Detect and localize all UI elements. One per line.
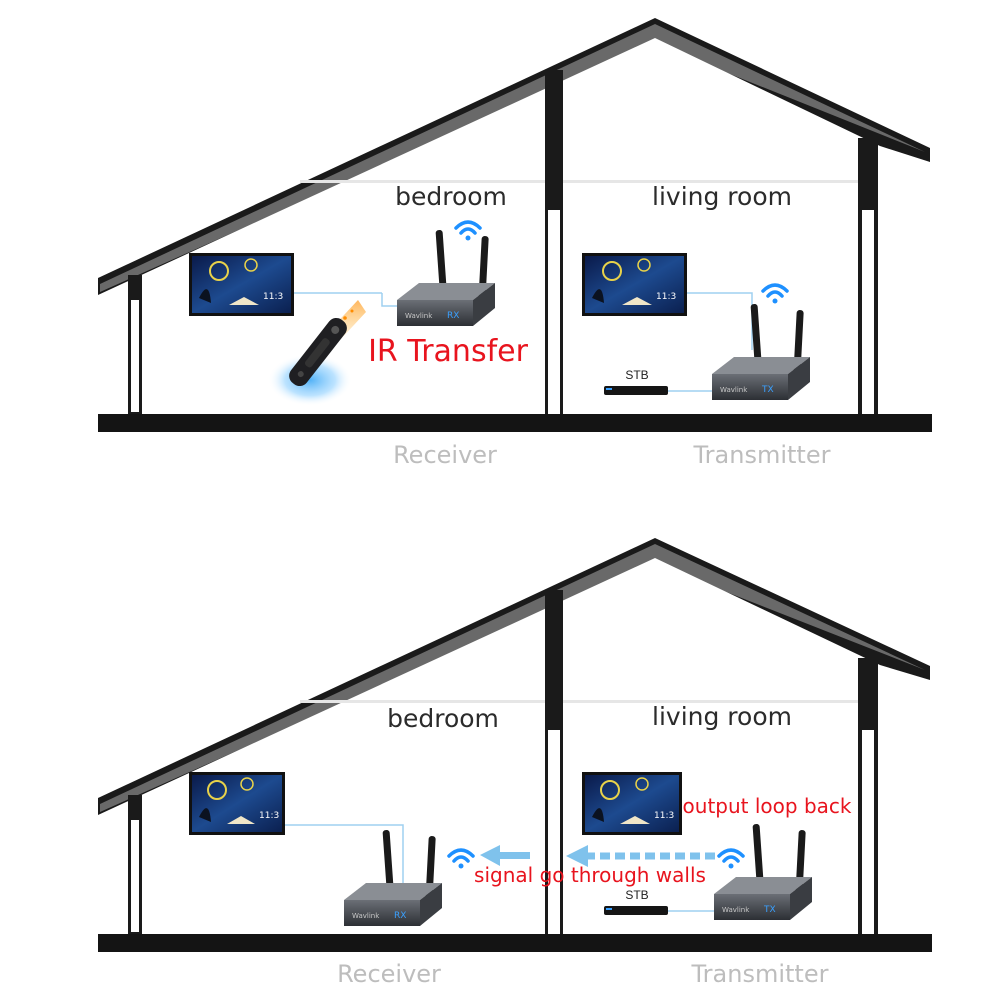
floor [98, 934, 932, 952]
receiver-logo: Wavlink [405, 312, 433, 320]
caption-transmitter: Transmitter [693, 441, 831, 469]
room-label-bedroom: bedroom [395, 182, 507, 211]
wifi-icon [447, 848, 475, 869]
tv-clock-text: 11:3 [656, 292, 676, 302]
receiver-code: RX [394, 911, 406, 921]
room-label-bedroom: bedroom [387, 704, 499, 733]
stb-device [604, 906, 668, 915]
transmitter-device-bottom: Wavlink TX [714, 824, 812, 920]
output-loop-label: output loop back [683, 794, 852, 818]
receiver-code: RX [447, 311, 459, 321]
transmitter-logo: Wavlink [722, 906, 750, 914]
tv-clock-text: 11:3 [263, 292, 283, 302]
stb-device [604, 386, 668, 395]
transmitter-code: TX [763, 905, 776, 915]
room-label-living-room: living room [652, 182, 792, 211]
receiver-logo: Wavlink [352, 912, 380, 920]
wifi-icon [761, 283, 789, 304]
top-panel: bedroom living room 11:3 Wavlink [98, 18, 932, 469]
tv-bedroom: 11:3 [189, 253, 294, 316]
signal-arrow-right [566, 845, 718, 867]
signal-label: signal go through walls [474, 863, 706, 887]
transmitter-logo: Wavlink [720, 386, 748, 394]
receiver-device-top: Wavlink RX [397, 230, 495, 326]
tv-clock-text: 11:3 [654, 811, 674, 821]
tv-bedroom: 11:3 [189, 772, 285, 835]
caption-transmitter: Transmitter [691, 960, 829, 988]
tv-living-room: 11:3 [582, 253, 687, 316]
caption-receiver: Receiver [393, 441, 497, 469]
transmitter-code: TX [761, 385, 774, 395]
stb-label: STB [625, 368, 648, 382]
wifi-icon [454, 220, 482, 241]
caption-receiver: Receiver [337, 960, 441, 988]
transmitter-device-top: Wavlink TX [712, 304, 810, 400]
tv-clock-text: 11:3 [259, 811, 279, 821]
stb-label: STB [625, 888, 648, 902]
floor [98, 414, 932, 432]
bottom-panel: bedroom living room 11:3 Wavlink RX [98, 538, 932, 988]
wifi-icon [717, 848, 745, 869]
receiver-device-bottom: Wavlink RX [344, 830, 442, 926]
remote-control [268, 300, 366, 406]
tv-living-room: 11:3 [582, 772, 682, 835]
signal-arrow-left [480, 845, 530, 866]
ir-transfer-label: IR Transfer [368, 334, 529, 369]
room-label-living-room: living room [652, 702, 792, 731]
